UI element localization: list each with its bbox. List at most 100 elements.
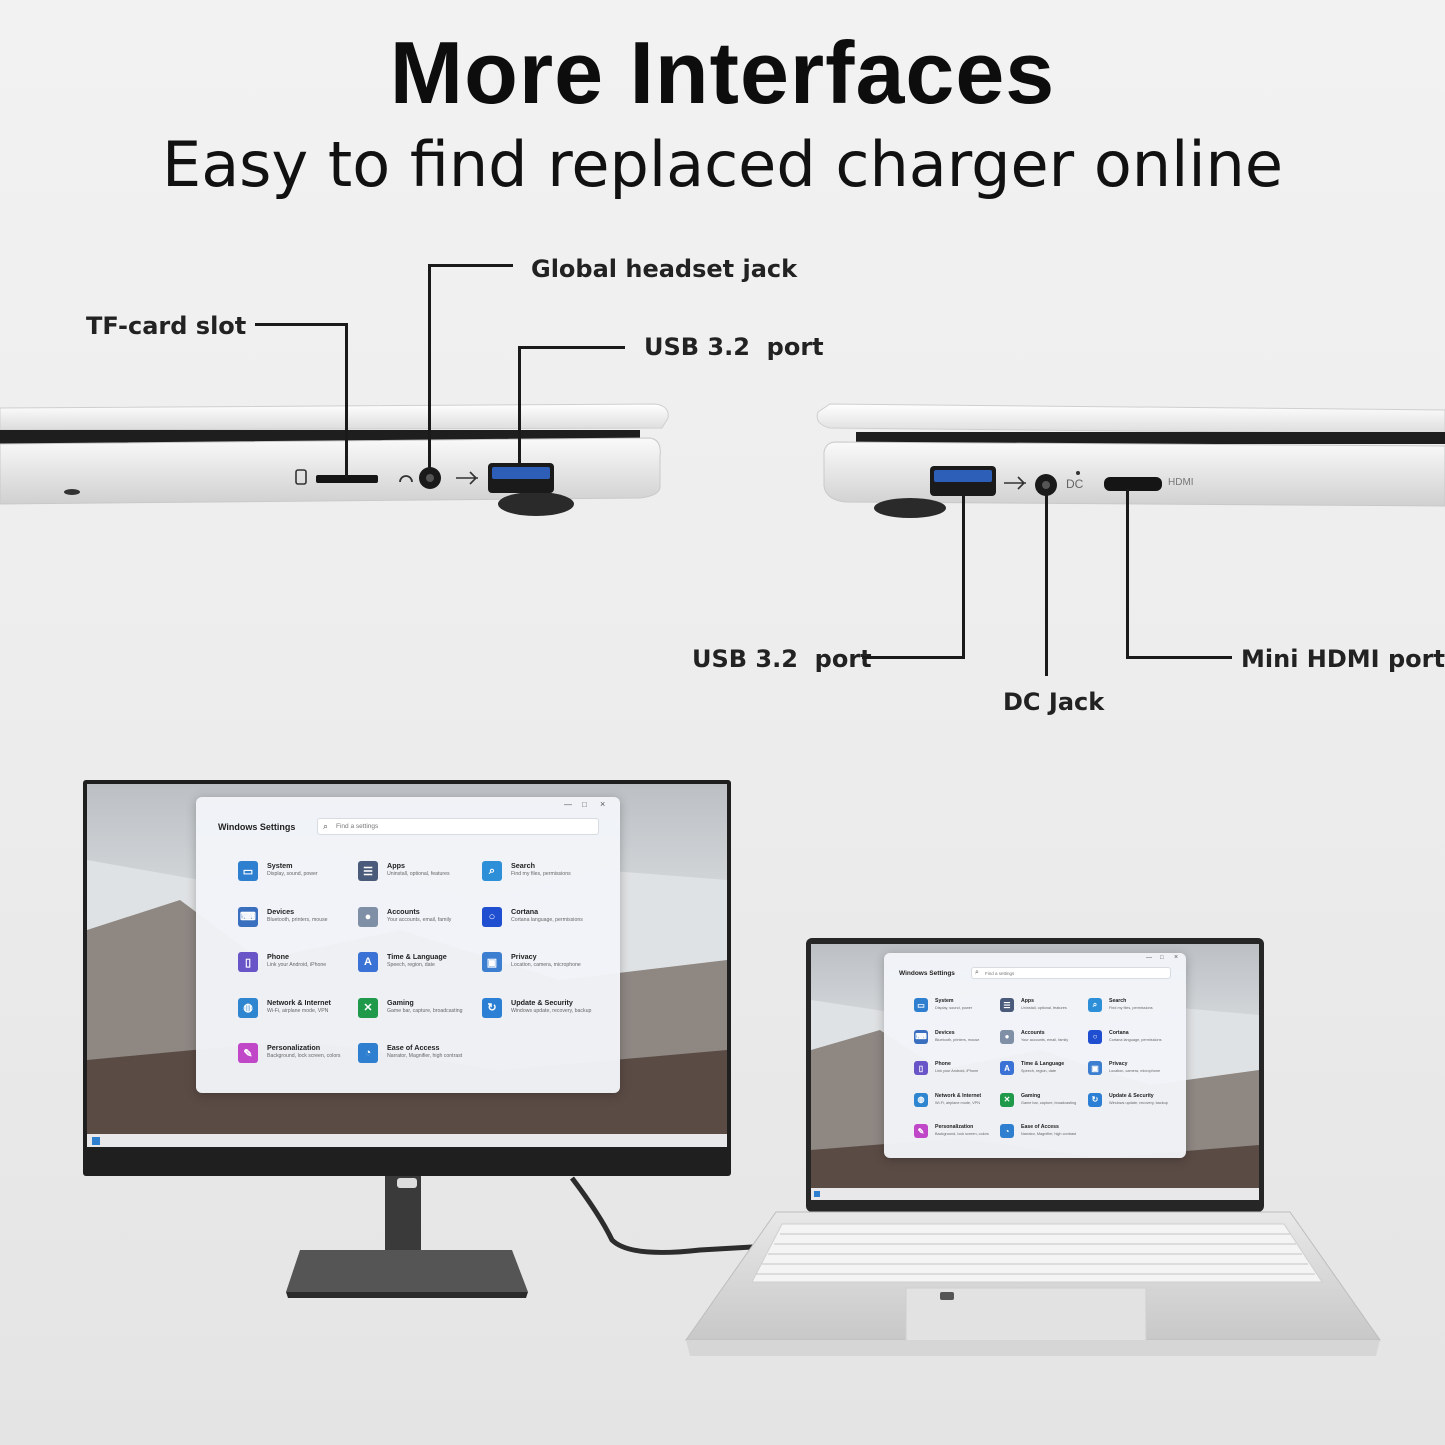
tf-card-leader-line [345,323,348,478]
tile-name: System [267,861,293,870]
time-language-icon: A [1000,1061,1014,1075]
dc-port-print: DC [1066,477,1084,491]
search-placeholder: Find a settings [336,823,379,830]
tile-name: Cortana [511,906,539,916]
tile-description: Display, sound, power [935,1006,973,1010]
tile-description: Background, lock screen, colors [267,1053,341,1059]
tile-name: Accounts [387,906,420,916]
mini-hdmi-leader-line [1126,489,1129,659]
tile-name: Apps [387,861,405,870]
tile-name: Update & Security [511,997,573,1007]
tile-name: Ease of Access [387,1043,440,1052]
search-icon: ⌕ [323,821,329,831]
tile-description: Wi-Fi, airplane mode, VPN [267,1007,329,1014]
tile-description: Narrator, Magnifier, high contrast [387,1053,463,1059]
search-icon: ⌕ [482,861,502,881]
update-icon: ↻ [482,997,502,1018]
maximize-icon[interactable]: □ [582,800,587,809]
network-icon: ◍ [914,1092,928,1107]
tile-name: Network & Internet [935,1092,982,1099]
tile-description: Cortana language, permissions [511,916,583,923]
tile-description: Speech, region, date [387,962,435,968]
right-usb-port-label: USB 3.2 port [692,645,872,673]
tile-name: Privacy [1109,1061,1128,1067]
dc-jack-leader-line [1045,494,1048,676]
tile-description: Display, sound, power [267,871,318,877]
tile-name: System [935,998,954,1004]
tile-name: Personalization [935,1124,974,1130]
tile-name: Time & Language [387,952,447,961]
headline: More Interfaces [389,23,1056,122]
tile-description: Bluetooth, printers, mouse [935,1037,980,1042]
maximize-icon[interactable]: □ [1160,955,1164,961]
apps-icon: ☰ [358,861,378,881]
tile-name: Update & Security [1109,1092,1154,1099]
gaming-icon: ✕ [358,997,378,1018]
privacy-icon: ▣ [482,952,502,972]
hdmi-port-print: HDMI [1168,477,1194,488]
mini-hdmi-port-label: Mini HDMI port [1241,645,1445,673]
tile-description: Background, lock screen, colors [935,1132,989,1136]
close-icon[interactable]: × [600,799,606,809]
tile-name: Phone [267,952,289,961]
tile-name: Gaming [1021,1092,1041,1099]
tile-description: Location, camera, microphone [511,962,581,968]
laptop-settings-window: Windows Settings ⌕ Find a settings — □ ×… [884,953,1186,1158]
laptop-left-side-view [0,403,669,516]
headset-jack-label: Global headset jack [531,255,798,283]
time-language-icon: A [358,952,378,972]
headset-leader-line [428,264,431,469]
laptop-right-side-view [816,403,1445,518]
tile-name: Privacy [511,952,537,961]
personalization-icon: ✎ [238,1043,258,1063]
tile-description: Narrator, Magnifier, high contrast [1021,1132,1077,1136]
minimize-icon[interactable]: — [564,800,572,809]
tile-name: Search [511,861,535,870]
tile-description: Speech, region, date [1021,1069,1057,1073]
settings-search-input[interactable]: ⌕ Find a settings [971,967,1171,979]
minimize-icon[interactable]: — [1146,955,1152,961]
tile-name: Search [1109,998,1127,1004]
settings-search-input[interactable]: ⌕ Find a settings [317,818,599,835]
tile-description: Game bar, capture, broadcasting [1021,1100,1077,1105]
tf-card-leader-line [255,323,348,326]
tile-description: Windows update, recovery, backup [511,1007,592,1014]
tile-name: Apps [1021,998,1034,1004]
tile-description: Wi-Fi, airplane mode, VPN [935,1100,980,1105]
close-icon[interactable]: × [1174,954,1179,961]
tile-description: Game bar, capture, broadcasting [387,1007,463,1014]
right-usb-leader-line [962,490,965,659]
ease-of-access-icon: ◔ [1000,1124,1014,1138]
left-usb-port-label: USB 3.2 port [644,333,824,361]
